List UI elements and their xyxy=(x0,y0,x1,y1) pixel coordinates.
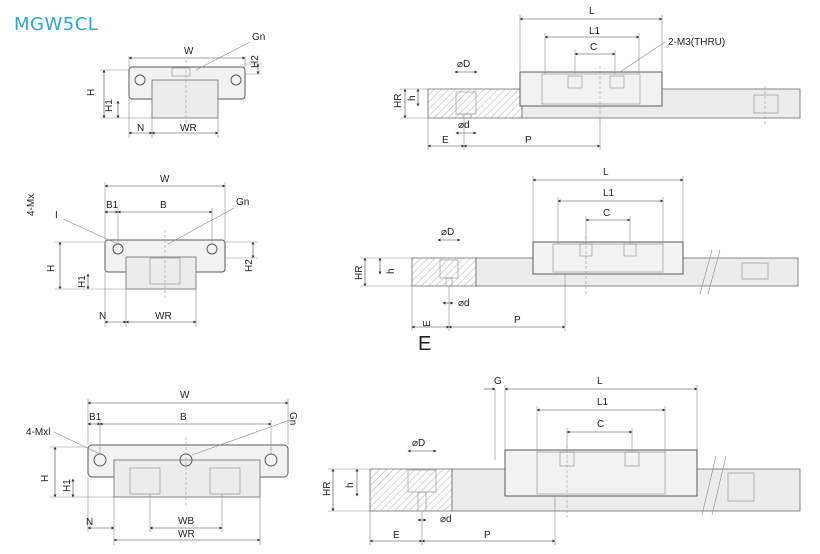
label-B1-3: B1 xyxy=(89,412,102,423)
label-HR-2: HR xyxy=(354,266,365,280)
model-title: MGW5CL xyxy=(14,14,99,35)
grease-nipple-1 xyxy=(171,67,191,77)
label-E-big: E xyxy=(418,333,431,355)
label-WR-3: WR xyxy=(178,529,195,540)
end-view-2: W B1 B Gn I 4-Mx H H1 H2 N WR xyxy=(26,174,258,327)
label-HR-3: HR xyxy=(322,482,333,496)
side-view-1: L L1 C 2-M3(THRU) ⌀D ⌀d E P HR h xyxy=(393,6,801,150)
rail-1 xyxy=(151,79,219,119)
label-h: h xyxy=(407,95,418,101)
label-WR-2: WR xyxy=(155,311,172,322)
label-L1: L1 xyxy=(589,26,601,37)
label-B-2: B xyxy=(160,200,167,211)
label-I-2: I xyxy=(55,210,58,221)
side-view-2: L L1 C ⌀D ⌀d E P E HR h xyxy=(354,167,799,355)
label-N: N xyxy=(137,123,144,134)
end-view-3: W B1 B 4-Mxl Gn H H1 N WB WR xyxy=(26,390,298,545)
label-2-M3: 2-M3(THRU) xyxy=(668,37,725,48)
label-Gn-2: Gn xyxy=(236,197,249,208)
label-4-Mx-2: 4-Mx xyxy=(26,194,37,216)
label-N-3: N xyxy=(86,517,93,528)
block-side-1 xyxy=(519,71,663,107)
label-Gn-3: Gn xyxy=(287,412,298,425)
label-G-3: G xyxy=(494,376,502,387)
label-phid-3: ⌀d xyxy=(440,514,452,525)
end-view-1: W Gn H2 H H1 N WR xyxy=(86,32,265,138)
label-Gn: Gn xyxy=(252,32,265,43)
label-C-2: C xyxy=(603,208,610,219)
label-L1-2: L1 xyxy=(603,188,615,199)
label-E-3: E xyxy=(393,530,400,541)
label-WR: WR xyxy=(180,123,197,134)
label-phid-2: ⌀d xyxy=(458,298,470,309)
rail-2 xyxy=(125,256,197,290)
label-W: W xyxy=(184,46,194,57)
label-H2-2: H2 xyxy=(244,259,255,272)
label-P-2: P xyxy=(514,315,521,326)
label-L1-3: L1 xyxy=(597,397,609,408)
label-C-3: C xyxy=(597,419,604,430)
label-P-3: P xyxy=(484,530,491,541)
label-L-3: L xyxy=(597,376,603,387)
label-H2: H2 xyxy=(250,55,261,68)
side-view-3: L L1 C G ⌀D ⌀d E P HR h xyxy=(322,376,801,545)
label-E: E xyxy=(442,135,449,146)
screw-left-1 xyxy=(134,74,146,86)
label-B-3: B xyxy=(180,412,187,423)
block-side-2 xyxy=(532,241,684,275)
label-H1-3: H1 xyxy=(62,479,73,492)
label-H: H xyxy=(86,89,97,96)
screw-right-1 xyxy=(230,74,242,86)
label-h-3: h xyxy=(345,482,356,488)
label-L: L xyxy=(589,6,595,17)
label-E-2: E xyxy=(422,320,433,327)
label-phid: ⌀d xyxy=(458,120,470,131)
label-N-2: N xyxy=(99,311,106,322)
label-HR: HR xyxy=(393,94,404,108)
label-4-Mxl-3: 4-Mxl xyxy=(26,427,50,438)
label-H1: H1 xyxy=(104,99,115,112)
label-phiD-2: ⌀D xyxy=(441,227,454,238)
label-H-2: H xyxy=(46,265,57,272)
label-WB-3: WB xyxy=(178,516,194,527)
label-phiD: ⌀D xyxy=(457,59,470,70)
label-h-2: h xyxy=(386,268,397,274)
label-L-2: L xyxy=(603,167,609,178)
label-P: P xyxy=(525,135,532,146)
label-H1-2: H1 xyxy=(77,275,88,288)
label-H-3: H xyxy=(40,475,51,482)
label-W-2: W xyxy=(160,174,170,185)
label-C: C xyxy=(590,42,597,53)
label-B1-2: B1 xyxy=(106,200,119,211)
block-side-3 xyxy=(504,449,698,497)
label-phiD-3: ⌀D xyxy=(412,438,425,449)
label-W-3: W xyxy=(180,390,190,401)
